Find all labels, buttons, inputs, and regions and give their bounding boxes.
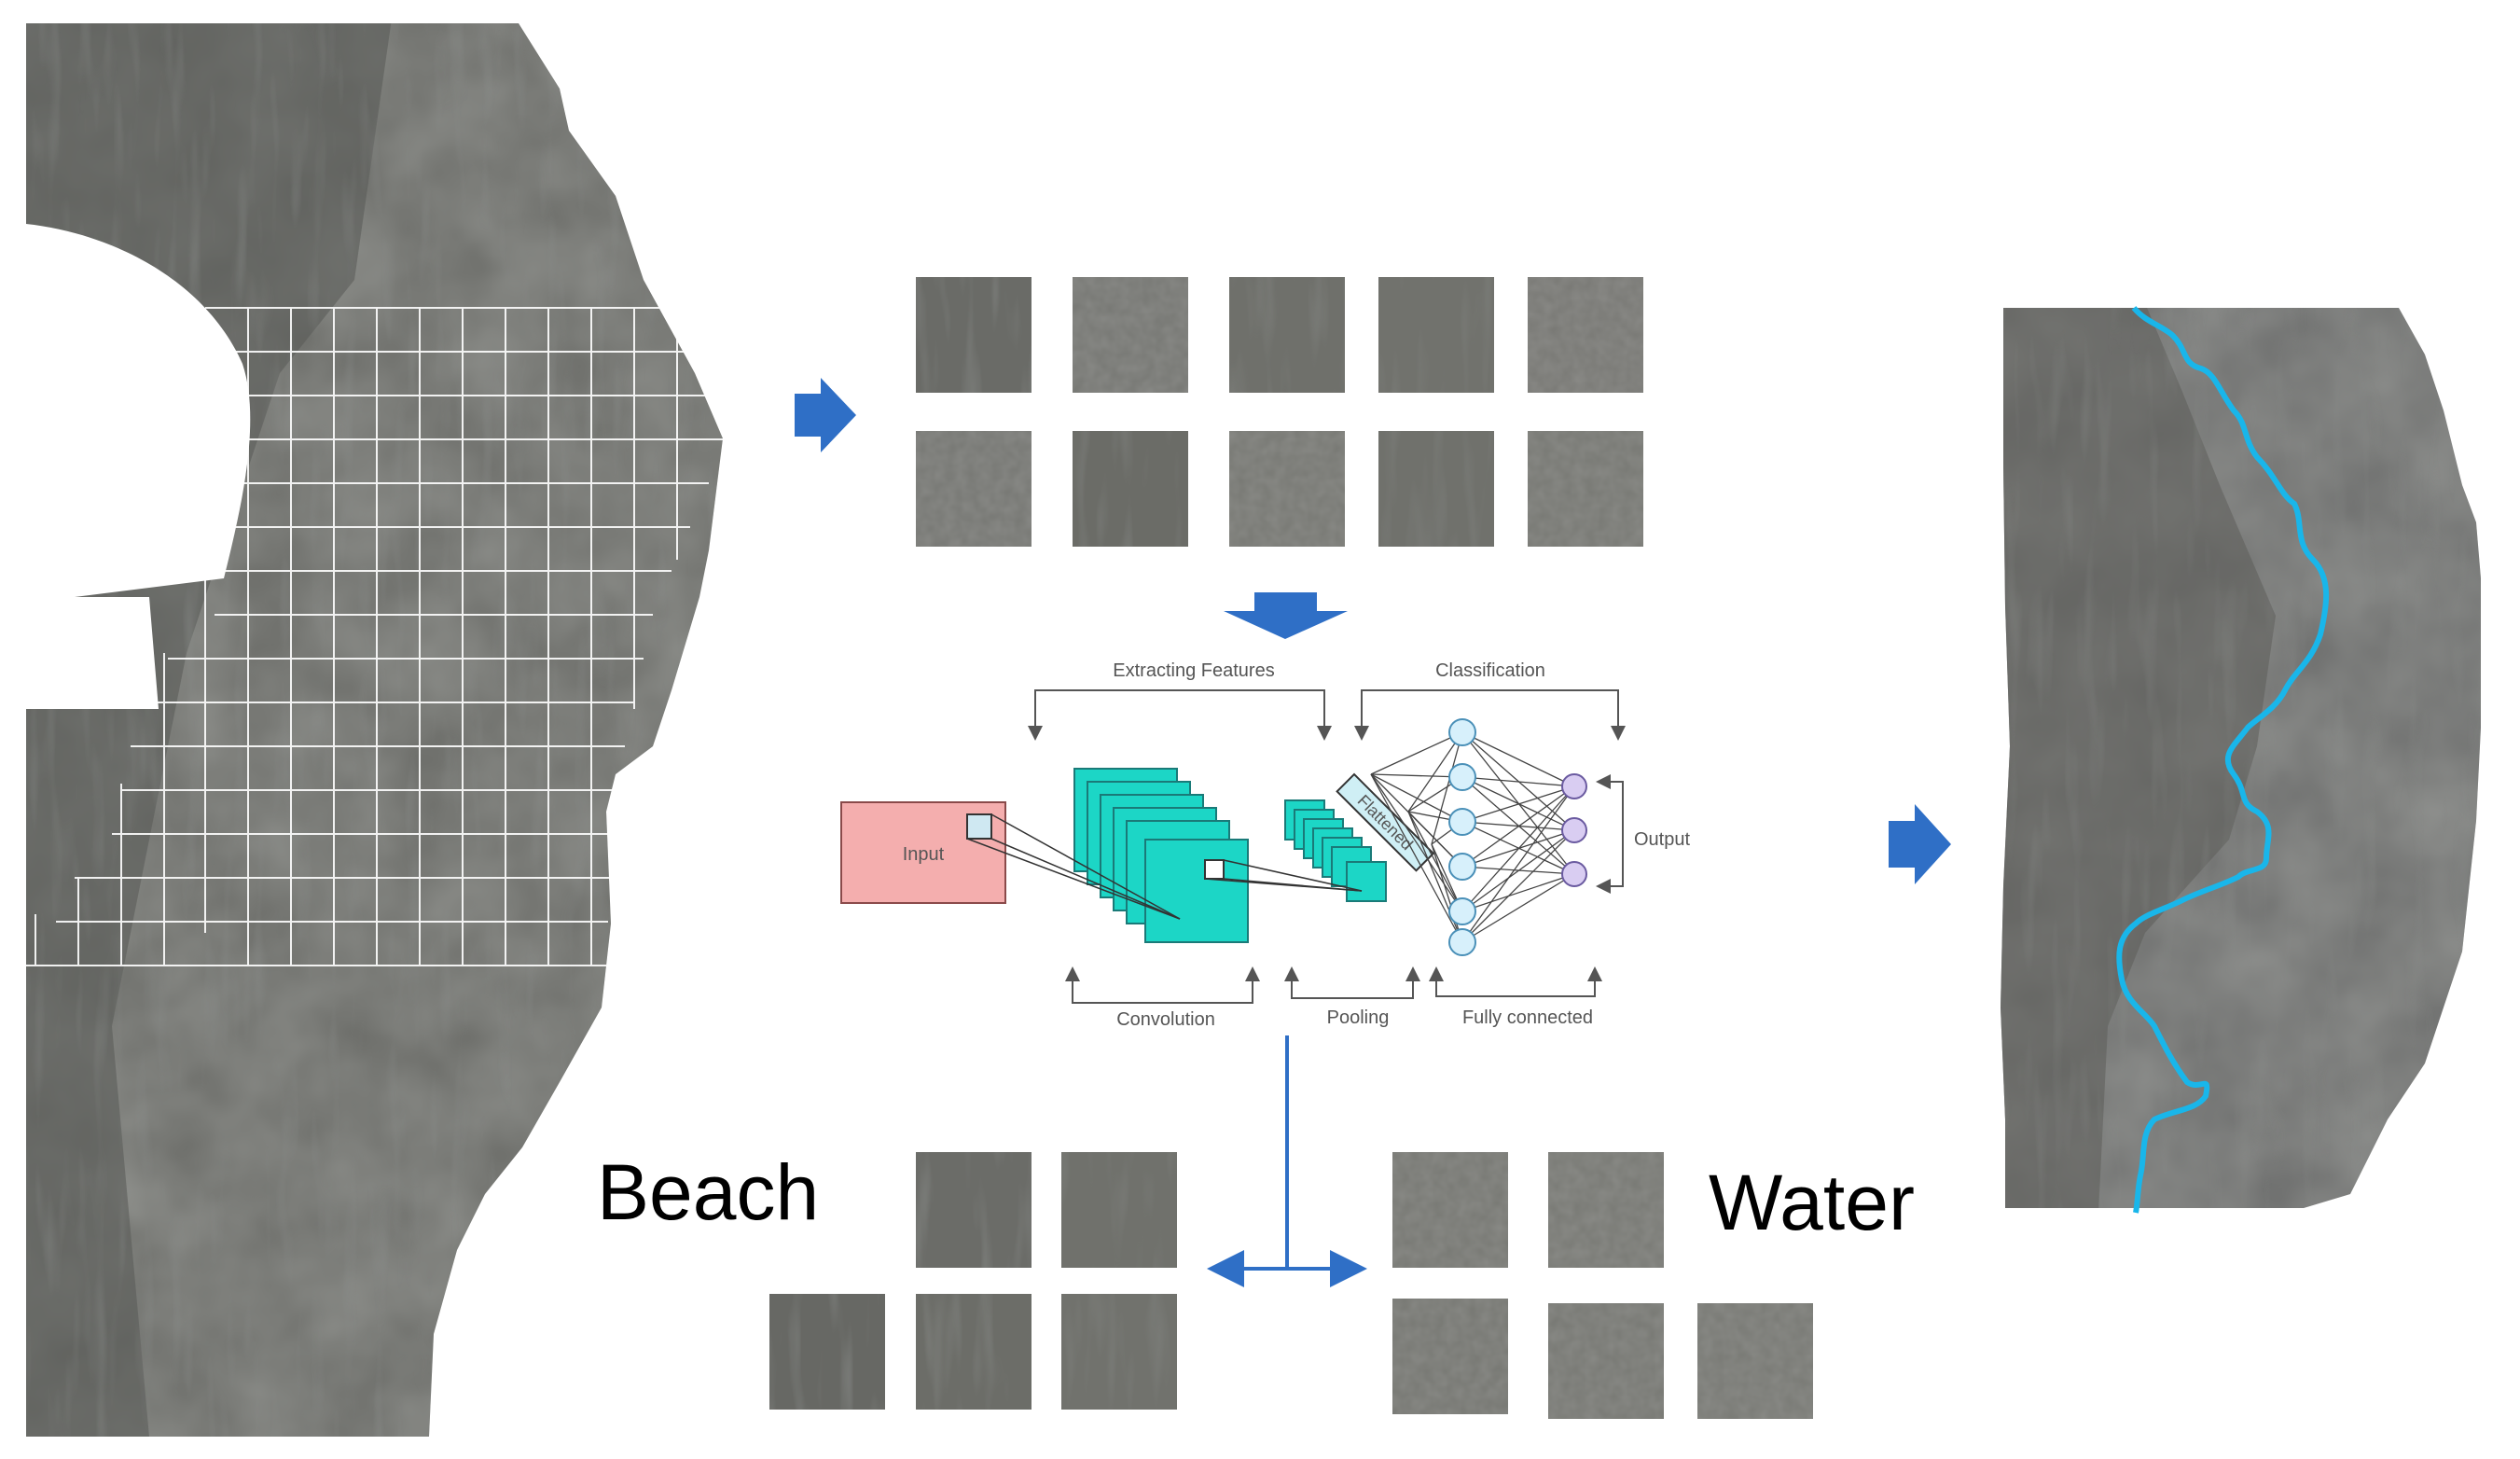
convolution-feature-maps <box>1073 768 1249 943</box>
output-neurons <box>1561 773 1587 887</box>
tile-samples-top <box>916 277 1643 547</box>
right-arrow-icon <box>1889 804 1951 884</box>
shoreline-line <box>2116 305 2330 1214</box>
label-convolution: Convolution <box>1116 1009 1215 1030</box>
split-arrow-icon <box>1207 1035 1367 1287</box>
right-arrow-icon <box>795 378 856 452</box>
label-fully-connected: Fully connected <box>1462 1007 1593 1028</box>
label-extracting-features: Extracting Features <box>1113 660 1274 681</box>
aerial-mosaic-left <box>26 23 723 1437</box>
label-output: Output <box>1634 829 1690 850</box>
label-input: Input <box>903 844 945 865</box>
cnn-architecture: Extracting Features Classification Input <box>840 660 1690 1030</box>
hidden-neurons <box>1448 718 1476 956</box>
aerial-mosaic-right <box>2001 305 2481 1214</box>
down-arrow-icon <box>1224 592 1348 639</box>
pooling-feature-maps <box>1284 799 1387 902</box>
water-label: Water <box>1709 1159 1915 1246</box>
beach-label: Beach <box>597 1148 819 1236</box>
beach-tiles <box>769 1152 1177 1410</box>
water-tiles <box>1392 1152 1813 1419</box>
tile-grid <box>26 307 723 966</box>
label-pooling: Pooling <box>1327 1007 1390 1028</box>
label-classification: Classification <box>1435 660 1545 681</box>
